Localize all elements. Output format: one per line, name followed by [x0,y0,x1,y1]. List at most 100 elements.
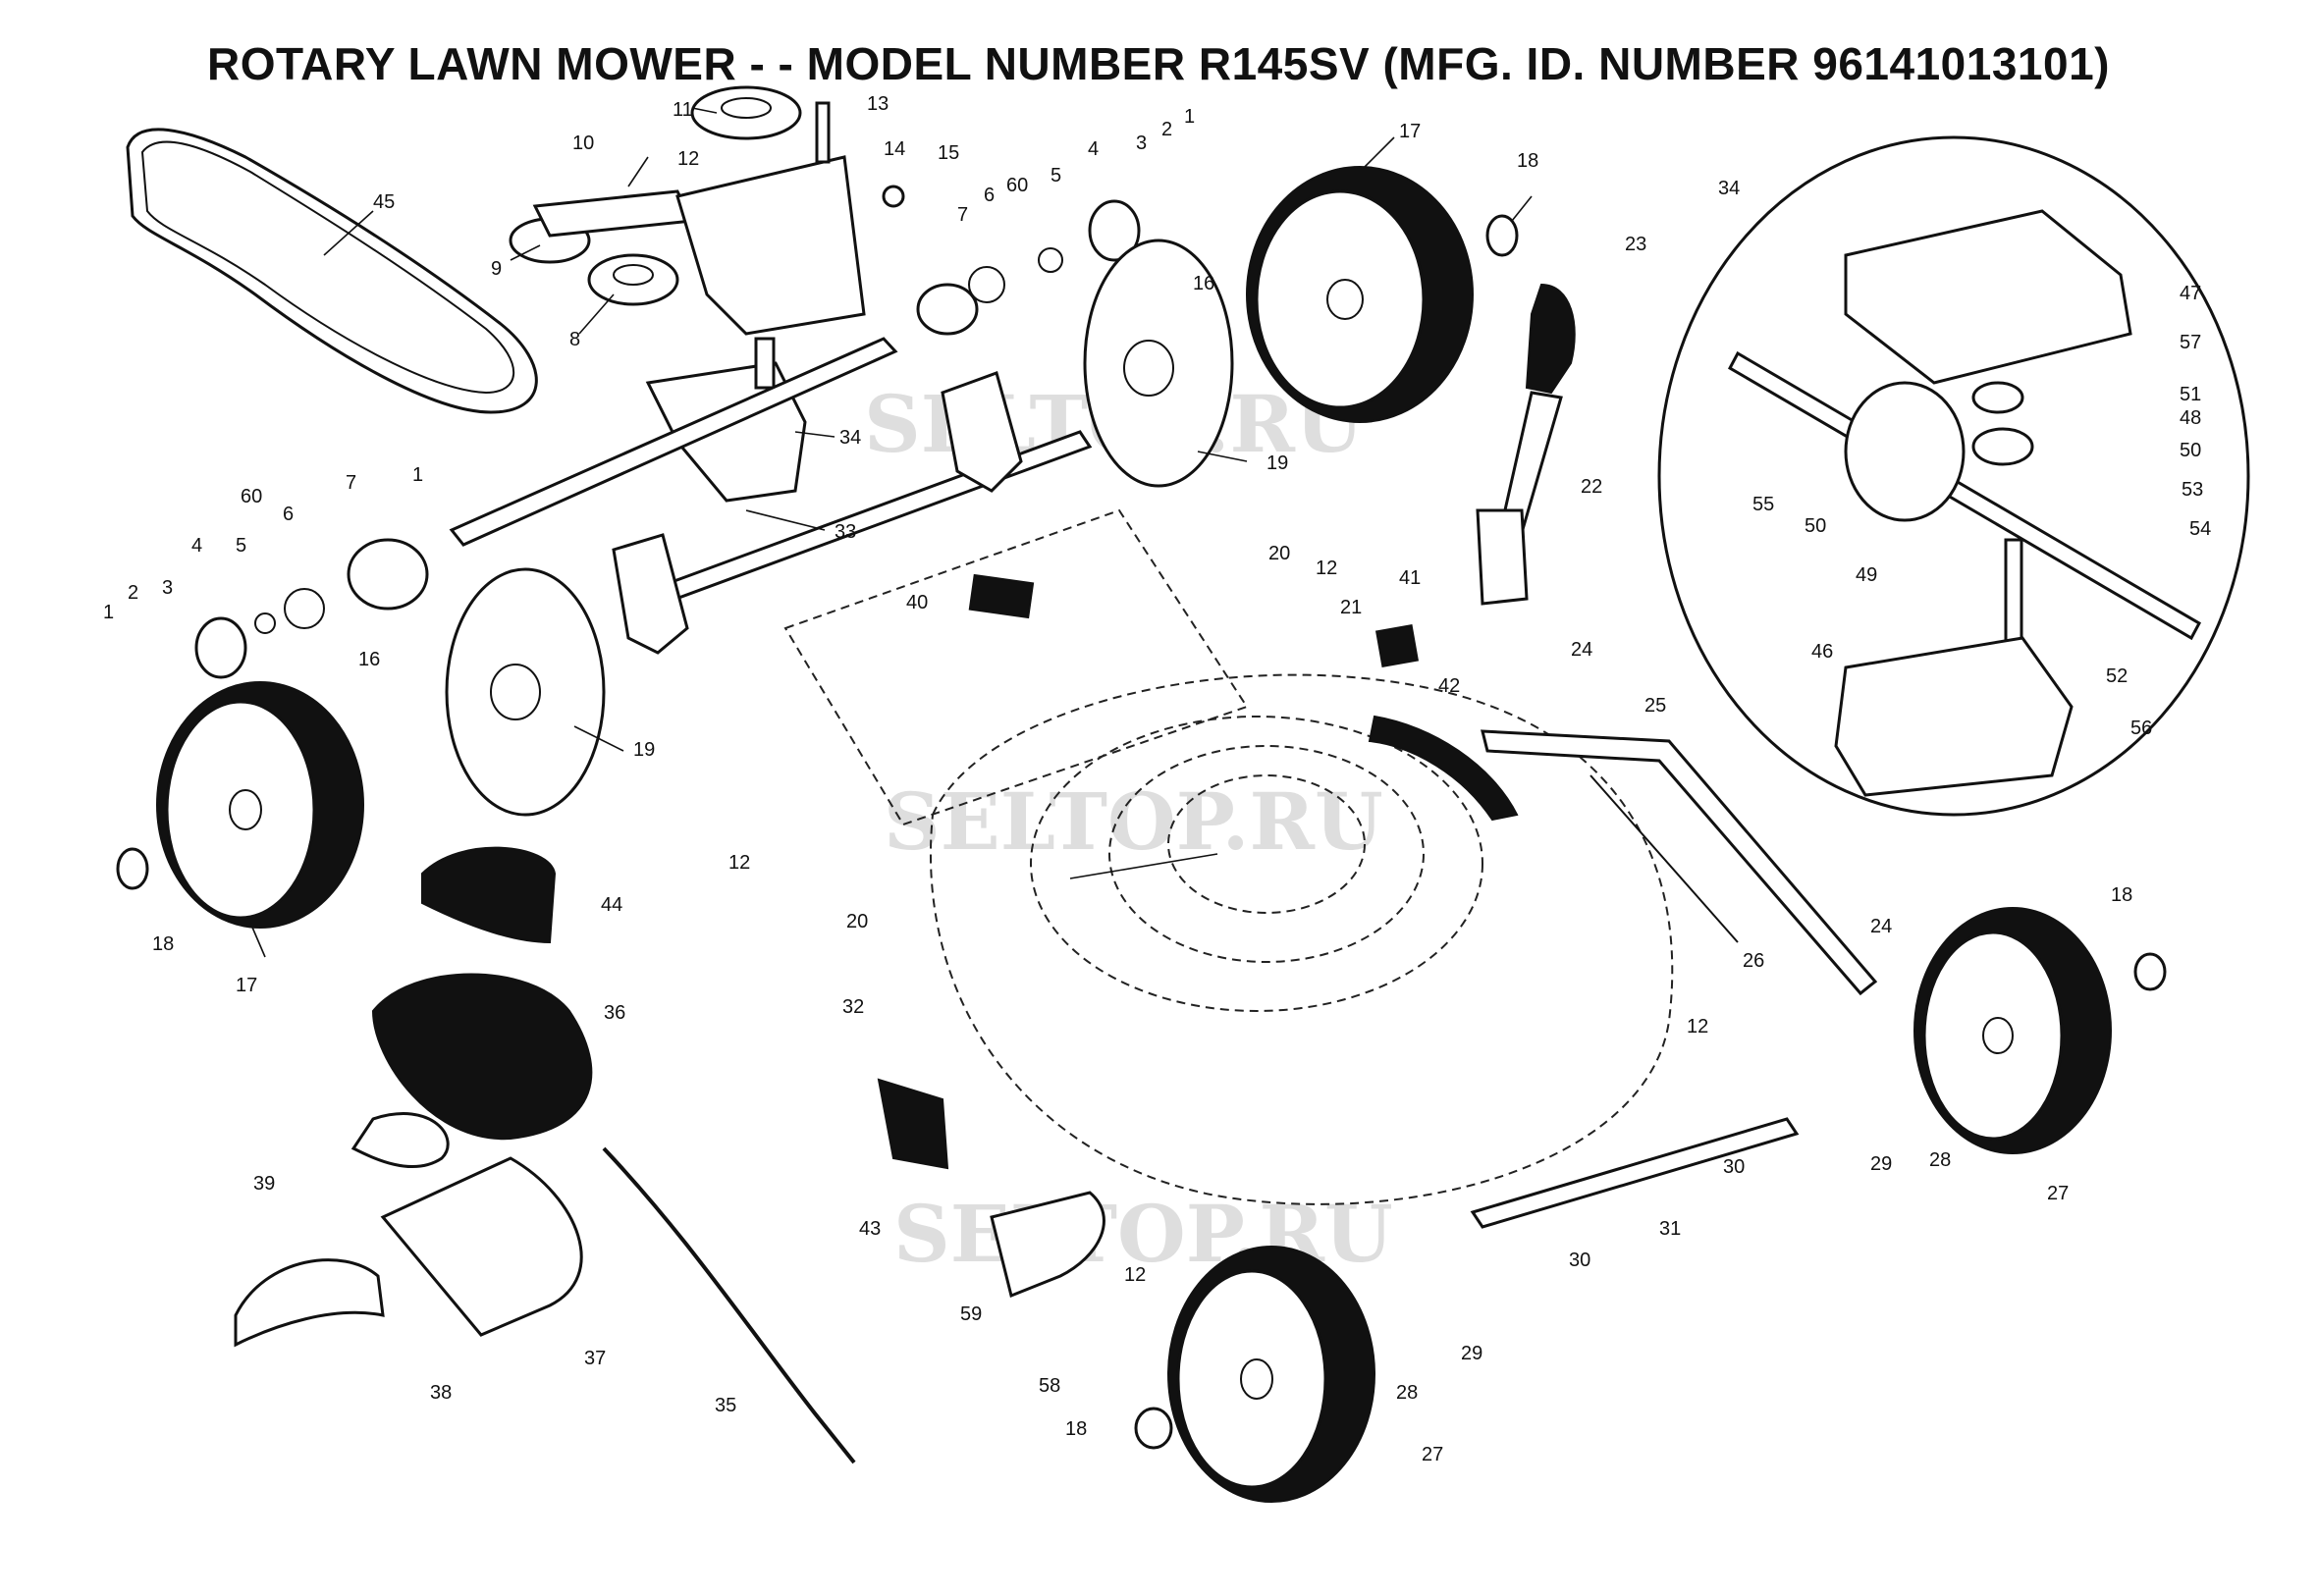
callout: 28 [1396,1382,1418,1404]
callout: 48 [2180,407,2201,429]
callout: 12 [677,148,699,170]
callout: 19 [633,739,655,761]
height-adjust-rod [1481,729,1878,996]
callout: 54 [2189,518,2211,540]
callout: 52 [2106,665,2128,687]
chute-cover [421,846,557,944]
callout: 32 [842,996,864,1018]
callout: 58 [1039,1375,1060,1397]
callout: 34 [839,427,861,449]
callout: 20 [846,911,868,932]
wheel-adapter-left [445,567,606,817]
callout: 33 [835,521,856,543]
callout: 1 [103,602,114,623]
callout: 11 [673,99,693,121]
baffle [990,1191,1105,1299]
callout: 5 [1051,165,1061,186]
callout: 30 [1569,1250,1590,1271]
callout: 17 [236,975,257,996]
callout: 6 [283,504,294,525]
mower-deck [783,508,1674,1205]
callout: 40 [906,592,928,613]
callout: 4 [191,535,202,557]
callout: 1 [1184,106,1195,128]
callout: 14 [884,138,905,160]
callout: 18 [1517,150,1538,172]
callout: 10 [572,133,594,154]
front-axle [1470,1117,1800,1229]
callout: 16 [358,649,380,670]
callout: 13 [867,93,889,115]
callout: 28 [1929,1149,1951,1171]
callout: 50 [2180,440,2201,461]
pulley-assembly [509,85,905,336]
axle-bracket-right [941,371,1023,493]
mulch-plate [380,1156,583,1337]
front-wheel-left [1167,1246,1375,1503]
decal-42 [1368,715,1519,822]
callout: 51 [2180,384,2201,405]
callout: 7 [957,204,968,226]
callout: 35 [715,1395,736,1416]
callout: 31 [1659,1218,1681,1240]
callout: 23 [1625,234,1646,255]
wheel-adapter-right [1083,239,1234,488]
diagram-title: ROTARY LAWN MOWER - - MODEL NUMBER R145S… [207,38,2110,89]
callout: 44 [601,894,622,916]
callout: 43 [859,1218,881,1240]
callout: 42 [1438,675,1460,697]
rear-wheel-right [1246,166,1474,423]
callout: 41 [1399,567,1421,589]
callout: 57 [2180,332,2201,353]
callout: 19 [1266,452,1288,474]
callout: 25 [1644,695,1666,717]
callout: 1 [412,464,423,486]
callout: 18 [2111,884,2132,906]
callout: 24 [1870,916,1892,937]
decal-41 [1374,623,1420,668]
callout: 16 [1193,273,1214,294]
callout: 3 [1136,133,1147,154]
deflector-39 [234,1258,385,1348]
callout: 56 [2130,718,2152,739]
callout: 6 [984,185,995,206]
callout: 29 [1870,1153,1892,1175]
callout: 50 [1805,515,1826,537]
callout: 27 [2047,1183,2069,1204]
callout: 60 [1006,175,1028,196]
handle-lever [1476,283,1576,606]
axle-bracket-left [612,533,689,655]
callout: 49 [1856,564,1877,586]
callout: 27 [1422,1444,1443,1465]
drive-belt [126,128,538,414]
callout: 37 [584,1348,606,1369]
callout: 59 [960,1303,982,1325]
rear-door [371,973,593,1141]
decal-43 [877,1078,949,1170]
callout: 39 [253,1173,275,1195]
watermark: SELTOP.RU [884,775,1383,868]
callout: 47 [2180,283,2201,304]
callout: 21 [1340,597,1362,618]
callout: 9 [491,258,502,280]
gearbox-detail-inset [1657,135,2250,817]
callout: 3 [162,577,173,599]
callout: 8 [569,329,580,350]
spring [1590,774,1739,943]
callout: 45 [373,191,395,213]
callout: 38 [430,1382,452,1404]
callout: 12 [1687,1016,1708,1037]
callout: 2 [128,582,138,604]
control-cable [602,1146,856,1464]
callout: 4 [1088,138,1099,160]
callout: 2 [1161,119,1172,140]
rear-deflector [350,1112,450,1168]
callout: 20 [1268,543,1290,564]
callout: 17 [1399,121,1421,142]
left-drive-gears [194,538,429,679]
callout: 30 [1723,1156,1745,1178]
rear-wheel-left [156,681,364,929]
callout: 5 [236,535,246,557]
callout: 60 [241,486,262,507]
